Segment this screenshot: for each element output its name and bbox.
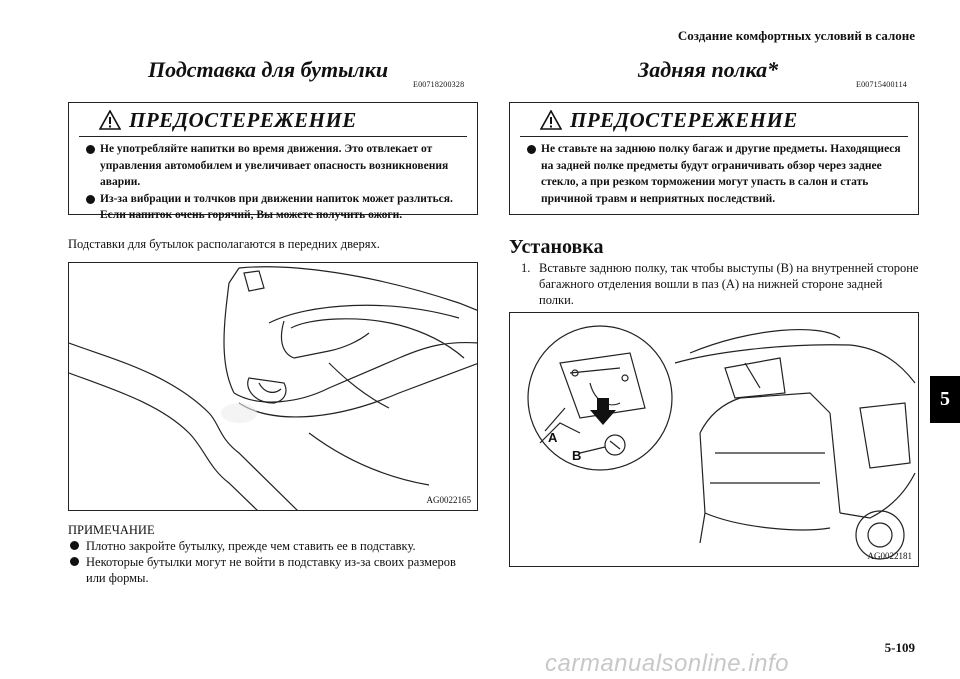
section-title-rear-shelf: Задняя полка* <box>638 57 779 82</box>
note-item: Некоторые бутылки могут не войти в подст… <box>68 554 478 586</box>
running-header: Создание комфортных условий в салоне <box>677 28 915 43</box>
figure-label: AG0022165 <box>426 495 472 505</box>
callout-b: B <box>572 448 582 463</box>
warning-box: ПРЕДОСТЕРЕЖЕНИЕ Не ставьте на заднюю пол… <box>509 102 919 215</box>
warning-title: ПРЕДОСТЕРЕЖЕНИЕ <box>570 107 798 132</box>
bullet-icon <box>86 145 95 154</box>
subheading-installation: Установка <box>509 236 604 258</box>
warning-title: ПРЕДОСТЕРЕЖЕНИЕ <box>129 107 357 132</box>
warning-header: ПРЕДОСТЕРЕЖЕНИЕ <box>510 106 918 134</box>
step-number: 1. <box>521 261 531 275</box>
warning-divider <box>79 136 467 137</box>
step-text: Вставьте заднюю полку, так чтобы выступы… <box>539 261 919 307</box>
intro-text: Подставки для бутылок располагаются в пе… <box>68 237 380 251</box>
note-item: Плотно закройте бутылку, прежде чем став… <box>68 538 478 554</box>
down-arrow-icon <box>590 398 616 425</box>
warning-item: Не употребляйте напитки во время движени… <box>69 141 477 191</box>
warning-divider <box>520 136 908 137</box>
bullet-icon <box>70 541 79 550</box>
section-title-bottle-holder: Подставка для бутылки <box>148 57 389 82</box>
rear-shelf-illustration <box>527 325 916 560</box>
door-illustration <box>69 266 477 510</box>
warning-triangle-icon <box>540 110 562 130</box>
chapter-tab[interactable]: 5 <box>930 376 960 423</box>
page-number: 5-109 <box>884 640 915 655</box>
figure-rear-shelf: A B AG0022181 <box>509 312 919 567</box>
warning-item: Не ставьте на заднюю полку багаж и други… <box>510 141 918 207</box>
figure-door-bottle-holder: AG0022165 <box>68 262 478 511</box>
warning-box: ПРЕДОСТЕРЕЖЕНИЕ Не употребляйте напитки … <box>68 102 478 221</box>
section-code: E00715400114 <box>856 80 907 89</box>
bullet-icon <box>86 194 95 204</box>
warning-header: ПРЕДОСТЕРЕЖЕНИЕ <box>69 106 477 134</box>
warning-triangle-icon <box>99 110 121 130</box>
note-list: Плотно закройте бутылку, прежде чем став… <box>68 538 478 586</box>
bullet-icon <box>70 557 79 566</box>
callout-a: A <box>548 430 558 445</box>
figure-label: AG0022181 <box>867 551 913 561</box>
step-item: 1. Вставьте заднюю полку, так чтобы выст… <box>509 260 919 308</box>
bullet-icon <box>527 145 536 154</box>
section-code: E00718200328 <box>413 80 465 89</box>
warning-item: Из-за вибрации и толчков при движении на… <box>69 191 477 224</box>
watermark: carmanualsonline.info <box>545 650 789 677</box>
note-heading: ПРИМЕЧАНИЕ <box>68 523 155 537</box>
steps-list: 1. Вставьте заднюю полку, так чтобы выст… <box>509 260 919 308</box>
